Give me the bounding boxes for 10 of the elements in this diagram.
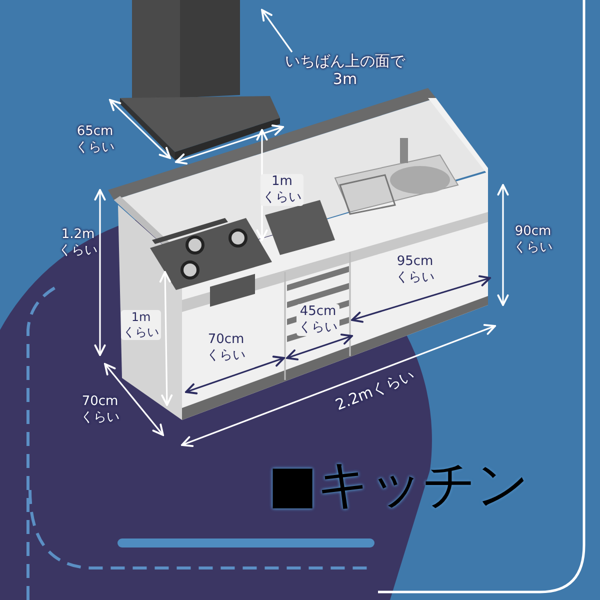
title: ■キッチン (268, 455, 530, 515)
dimension-label: 1.2mくらい (58, 227, 98, 259)
dimension-label: いちばん上の面で3m (285, 52, 405, 88)
dimension-label: 90cmくらい (514, 224, 552, 256)
dimension-label: 1mくらい (260, 174, 304, 206)
dimension-label: 1mくらい (121, 310, 161, 340)
dimension-label: 2.2mくらい (332, 366, 418, 414)
dimension-label: 65cmくらい (76, 124, 114, 156)
dimension-label: 45cmくらい (296, 304, 340, 336)
dimension-label: 70cmくらい (80, 394, 120, 426)
